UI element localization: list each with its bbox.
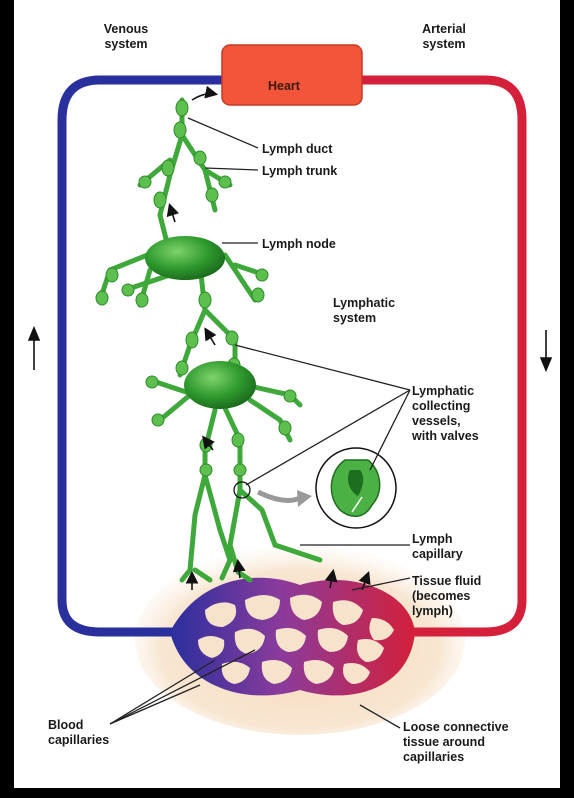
- heart-label: Heart: [268, 79, 300, 93]
- side-arrows: [29, 328, 551, 370]
- magnified-valve: [316, 448, 396, 528]
- arterial-system-label: Arterial system: [404, 22, 484, 52]
- lymph-capillary-label: Lymph capillary: [412, 532, 463, 562]
- lymph-trunk-label: Lymph trunk: [262, 164, 337, 179]
- venous-system-label: Venous system: [88, 22, 164, 52]
- lymph-duct-label: Lymph duct: [262, 142, 332, 157]
- loose-connective-tissue-label: Loose connective tissue around capillari…: [403, 720, 509, 765]
- lymph-node-lower: [184, 361, 256, 409]
- lymphatic-system-label: Lymphatic system: [333, 296, 395, 326]
- lymph-node-upper: [145, 236, 225, 280]
- blood-capillaries-label: Blood capillaries: [48, 718, 109, 748]
- blood-capillary-bed: [170, 578, 415, 696]
- heart-shape: [222, 45, 362, 105]
- lymph-node-label: Lymph node: [262, 237, 336, 252]
- collecting-vessels-label: Lymphatic collecting vessels, with valve…: [412, 384, 479, 444]
- tissue-fluid-label: Tissue fluid (becomes lymph): [412, 574, 481, 619]
- magnify-arrow: [258, 492, 300, 500]
